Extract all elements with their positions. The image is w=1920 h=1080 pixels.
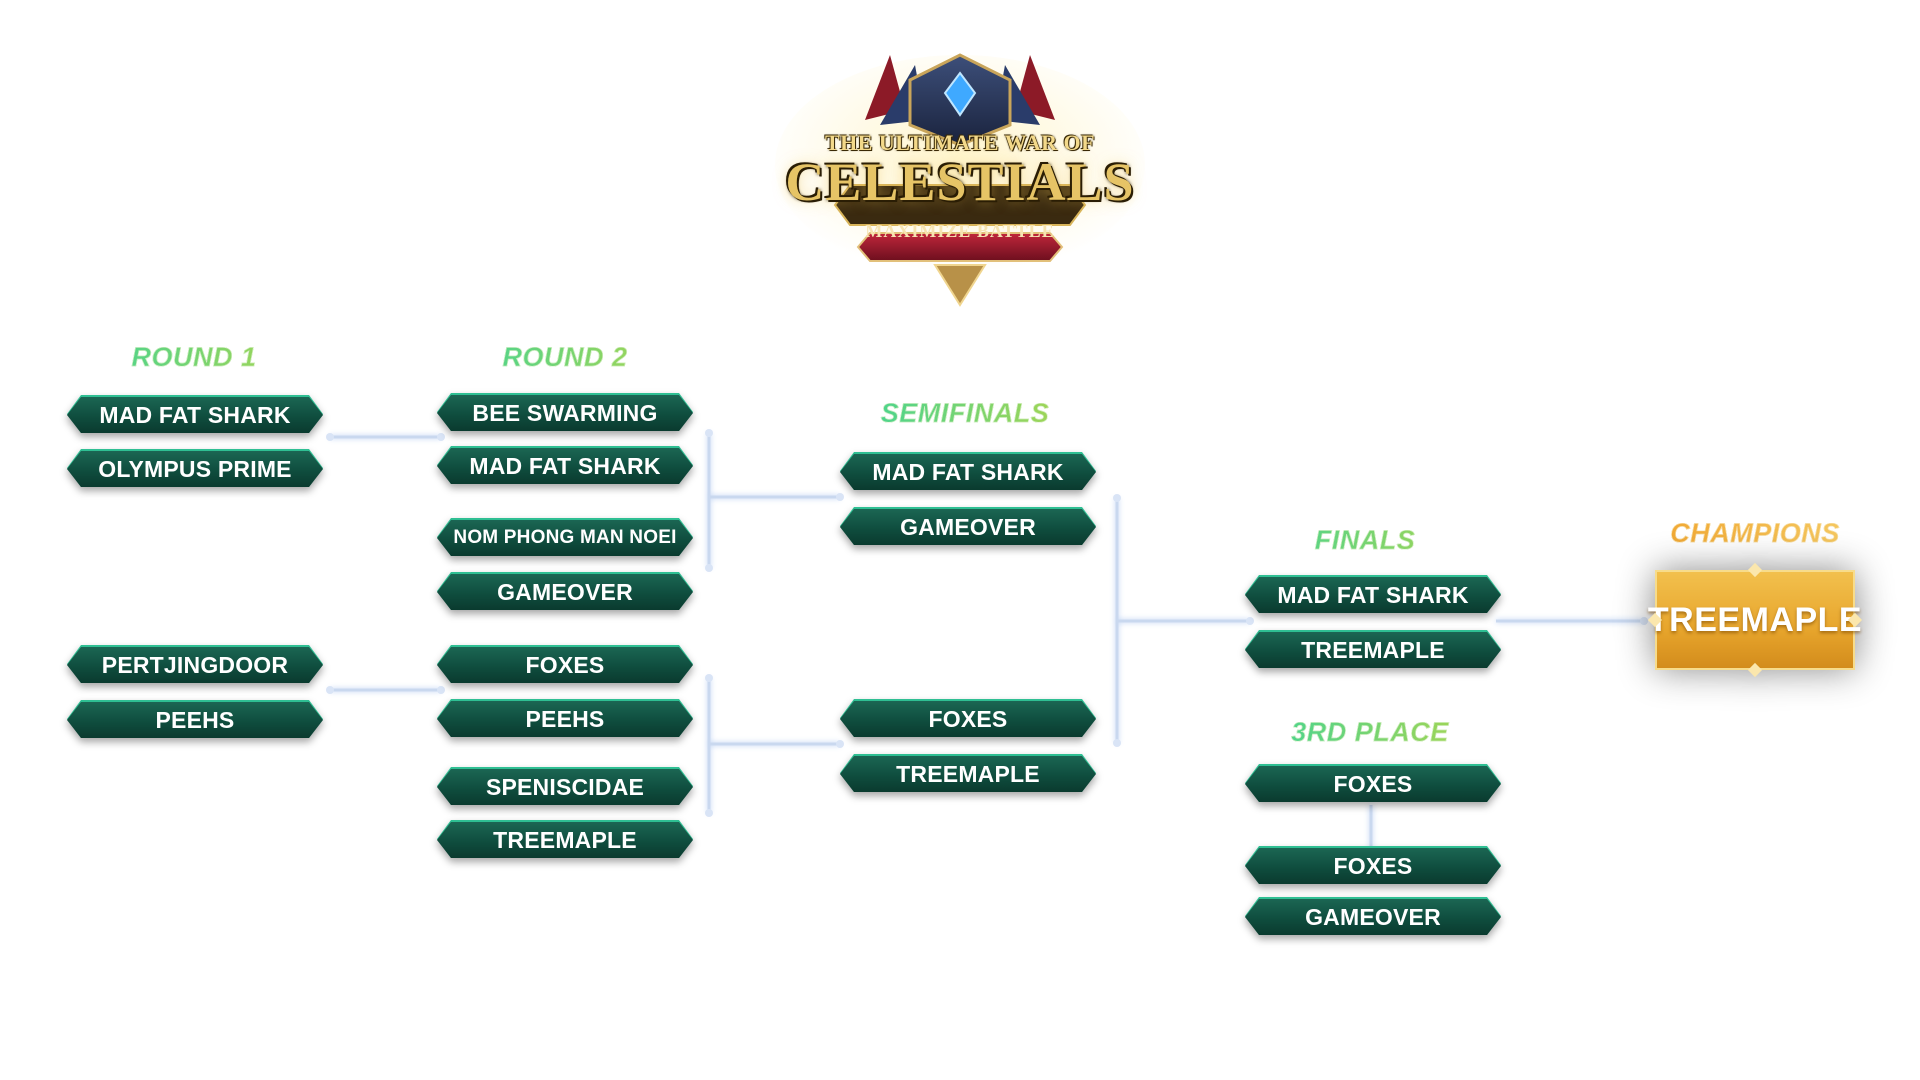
semifinal-team-3[interactable]: FOXES	[840, 699, 1096, 737]
champion-name: TREEMAPLE	[1648, 570, 1862, 670]
round1-team-2[interactable]: OLYMPUS PRIME	[67, 449, 323, 487]
third-place-team-1[interactable]: FOXES	[1245, 764, 1501, 802]
finals-heading: FINALS	[1235, 525, 1495, 556]
team-name: PEEHS	[67, 702, 323, 738]
final-team-2[interactable]: TREEMAPLE	[1245, 630, 1501, 668]
team-name: GAMEOVER	[840, 509, 1096, 545]
team-name: GAMEOVER	[437, 574, 693, 610]
round1-heading: ROUND 1	[64, 342, 324, 373]
third-place-team-2[interactable]: FOXES	[1245, 846, 1501, 884]
team-name: MAD FAT SHARK	[437, 448, 693, 484]
logo-title: CELESTIALS	[785, 152, 1135, 212]
logo-tagline: MAXIMIZE BATTLE	[865, 221, 1055, 241]
round2-team-6[interactable]: PEEHS	[437, 699, 693, 737]
semifinal-team-1[interactable]: MAD FAT SHARK	[840, 452, 1096, 490]
champions-heading: CHAMPIONS	[1625, 518, 1885, 549]
round2-team-4[interactable]: GAMEOVER	[437, 572, 693, 610]
team-name: PERTJINGDOOR	[67, 647, 323, 683]
team-name: GAMEOVER	[1245, 899, 1501, 935]
team-name: FOXES	[840, 701, 1096, 737]
round1-team-4[interactable]: PEEHS	[67, 700, 323, 738]
round1-team-1[interactable]: MAD FAT SHARK	[67, 395, 323, 433]
third-place-team-3[interactable]: GAMEOVER	[1245, 897, 1501, 935]
semifinal-team-2[interactable]: GAMEOVER	[840, 507, 1096, 545]
team-name: SPENISCIDAE	[437, 769, 693, 805]
round2-team-3[interactable]: NOM PHONG MAN NOEI	[437, 518, 693, 556]
team-name: TREEMAPLE	[437, 822, 693, 858]
team-name: OLYMPUS PRIME	[67, 451, 323, 487]
team-name: TREEMAPLE	[1245, 632, 1501, 668]
round2-team-1[interactable]: BEE SWARMING	[437, 393, 693, 431]
team-name: NOM PHONG MAN NOEI	[437, 520, 693, 556]
round2-team-5[interactable]: FOXES	[437, 645, 693, 683]
final-team-1[interactable]: MAD FAT SHARK	[1245, 575, 1501, 613]
shield-crest-icon	[775, 53, 1145, 307]
team-name: PEEHS	[437, 701, 693, 737]
third-place-heading: 3RD PLACE	[1240, 717, 1500, 748]
team-name: BEE SWARMING	[437, 395, 693, 431]
round2-team-8[interactable]: TREEMAPLE	[437, 820, 693, 858]
team-name: MAD FAT SHARK	[67, 397, 323, 433]
team-name: FOXES	[1245, 766, 1501, 802]
event-logo: THE ULTIMATE WAR OF CELESTIALS MAXIMIZE …	[770, 25, 1150, 315]
semifinals-heading: SEMIFINALS	[835, 398, 1095, 429]
team-name: TREEMAPLE	[840, 756, 1096, 792]
logo-subtitle: THE ULTIMATE WAR OF	[824, 130, 1096, 155]
champion-card[interactable]: TREEMAPLE	[1648, 562, 1863, 678]
team-name: FOXES	[1245, 848, 1501, 884]
round2-team-7[interactable]: SPENISCIDAE	[437, 767, 693, 805]
round1-team-3[interactable]: PERTJINGDOOR	[67, 645, 323, 683]
team-name: MAD FAT SHARK	[840, 454, 1096, 490]
team-name: MAD FAT SHARK	[1245, 577, 1501, 613]
semifinal-team-4[interactable]: TREEMAPLE	[840, 754, 1096, 792]
round2-heading: ROUND 2	[435, 342, 695, 373]
round2-team-2[interactable]: MAD FAT SHARK	[437, 446, 693, 484]
team-name: FOXES	[437, 647, 693, 683]
